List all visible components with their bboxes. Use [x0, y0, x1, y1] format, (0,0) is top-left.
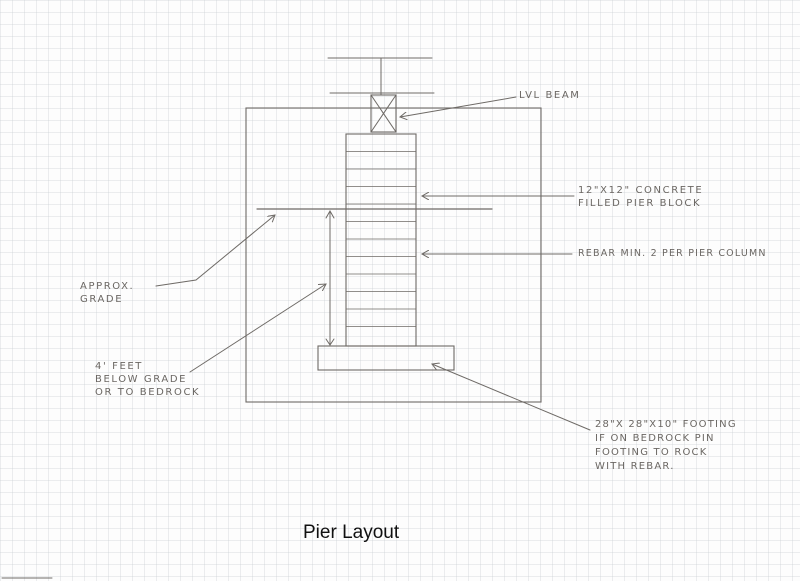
grade-leader [155, 215, 275, 287]
lvl-beam-leader [400, 96, 517, 117]
section-outline [245, 107, 542, 403]
rebar-label: REBAR MIN. 2 PER PIER COLUMN [578, 248, 767, 259]
pier-column [345, 133, 417, 347]
depth-arrow-bottom [325, 338, 335, 346]
page-title: Pier Layout [303, 522, 400, 543]
footing-label: 28"x 28"x10" FOOTING IF ON BEDROCK PIN F… [595, 419, 737, 472]
footing [317, 345, 455, 371]
footing-leader [432, 364, 591, 431]
depth-label: 4' FEET BELOW GRADE OR TO BEDROCK [95, 361, 201, 398]
depth-leader [189, 284, 326, 373]
lvl-beam-box [370, 94, 397, 133]
lvl-beam-label: LVL BEAM [519, 90, 581, 101]
depth-arrow-top [325, 209, 335, 219]
pier-block-courses [345, 151, 417, 327]
pier-block-label: 12"x12" CONCRETE FILLED PIER BLOCK [578, 185, 704, 209]
grade-label: APPROX. GRADE [80, 281, 135, 305]
lvl-beam-cross-2 [370, 94, 397, 133]
